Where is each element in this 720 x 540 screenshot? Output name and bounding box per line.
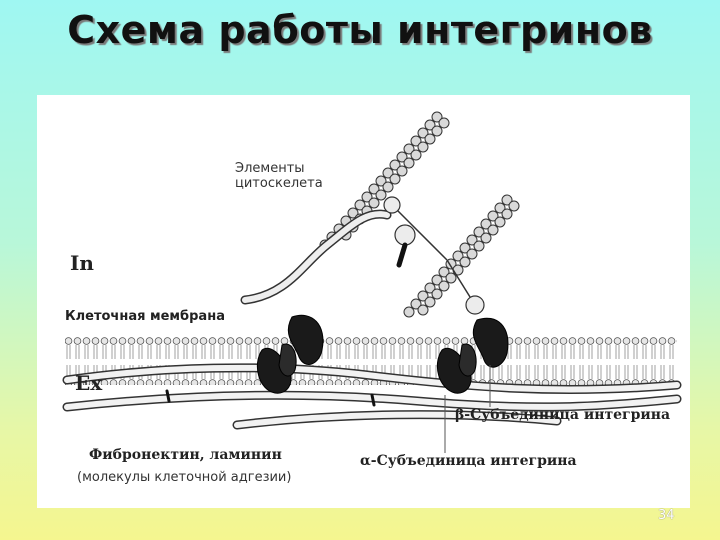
slide-title: Схема работы интегринов — [67, 8, 653, 52]
leader-lines — [444, 365, 491, 453]
integrin-right — [437, 317, 509, 394]
label-outside: Ex — [75, 371, 103, 395]
label-beta-subunit: β-Субъединица интегрина — [455, 407, 671, 423]
integrin-diagram: Элементы цитоскелета In Клеточная мембра… — [37, 95, 690, 508]
label-cytoskeleton-line2: цитоскелета — [235, 176, 323, 191]
page-number: 34 — [658, 508, 675, 523]
label-alpha-subunit: α-Субъединица интегрина — [360, 453, 577, 469]
integrin-left — [257, 314, 324, 394]
label-matrix: Фибронектин, ламинин — [89, 447, 282, 463]
matrix-fibers — [62, 363, 682, 430]
label-cytoskeleton-line1: Элементы — [235, 161, 305, 176]
actin-filament-2 — [403, 194, 520, 318]
label-cytoskeleton: Элементы цитоскелета — [235, 161, 323, 191]
label-membrane: Клеточная мембрана — [65, 309, 225, 324]
diagram-canvas — [62, 111, 682, 453]
label-adhesion: (молекулы клеточной адгезии) — [77, 470, 292, 485]
linker-proteins — [240, 196, 485, 315]
label-inside: In — [70, 251, 94, 275]
